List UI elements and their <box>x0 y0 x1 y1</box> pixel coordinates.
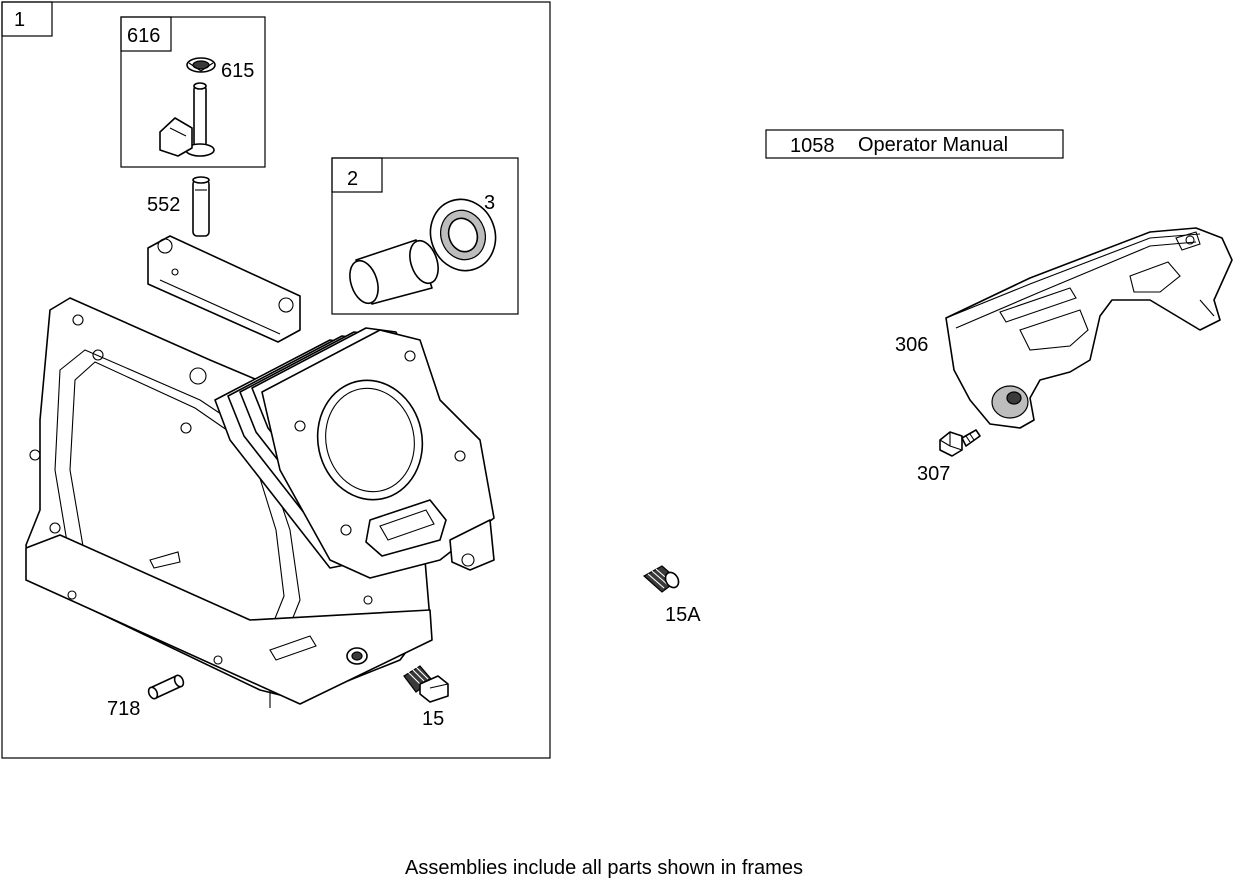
label-615: 615 <box>221 60 254 82</box>
operator-manual-box: 1058 Operator Manual <box>765 129 1064 159</box>
breather-tube-part <box>159 82 215 157</box>
label-15a: 15A <box>665 604 701 626</box>
label-3: 3 <box>484 192 495 214</box>
dowel-pin-part-718 <box>147 674 185 700</box>
frame-616-number: 616 <box>127 25 160 47</box>
label-15: 15 <box>422 708 444 730</box>
label-306: 306 <box>895 334 928 356</box>
valve-seal-part-615 <box>186 57 216 73</box>
label-718: 718 <box>107 698 140 720</box>
drain-plug-part-15 <box>403 665 449 703</box>
pipe-plug-part-15a <box>642 565 680 593</box>
cylinder-shroud-part-306 <box>945 227 1233 429</box>
shroud-screw-part-307 <box>939 429 981 457</box>
bushing-sleeve-part <box>349 239 439 305</box>
assembly-frame-2: 2 <box>331 157 519 315</box>
label-552: 552 <box>147 194 180 216</box>
label-307: 307 <box>917 463 950 485</box>
frame-2-number: 2 <box>347 168 358 190</box>
frame-1-number: 1 <box>14 9 25 31</box>
manual-number: 1058 <box>790 135 835 157</box>
oil-seal-part-3 <box>429 198 497 272</box>
assembly-frame-1: 1 <box>1 1 551 759</box>
valve-guide-part-552 <box>192 176 210 237</box>
assembly-frame-616: 616 <box>120 16 266 168</box>
footer-note: Assemblies include all parts shown in fr… <box>405 857 803 879</box>
manual-title: Operator Manual <box>858 134 1008 156</box>
cylinder-block-part <box>25 235 495 708</box>
